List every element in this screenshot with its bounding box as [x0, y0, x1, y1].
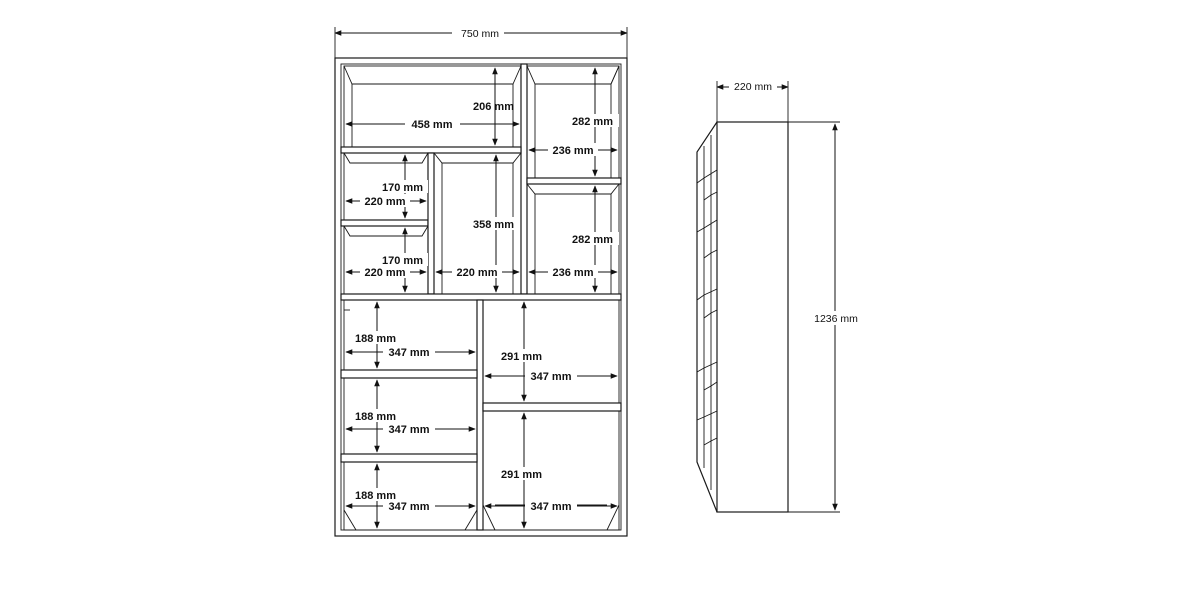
overall-height-label: 1236 mm — [814, 313, 858, 325]
dim-mid-left-bottom-height: 170 mm — [382, 255, 423, 267]
dim-top-left-height: 206 mm — [473, 101, 514, 113]
dim-top-right-height: 282 mm — [572, 116, 613, 128]
dim-top-right-width: 236 mm — [553, 145, 594, 157]
dim-mid-left-bottom-width: 220 mm — [365, 267, 406, 279]
dim-mid-center-width: 220 mm — [457, 267, 498, 279]
dim-lower-left-2-width: 347 mm — [389, 424, 430, 436]
dim-lower-right-2-width: 347 mm — [531, 501, 572, 513]
compartment-lower-right-2 — [482, 410, 620, 531]
middle-shelf — [340, 293, 622, 301]
cabinet-outline — [334, 57, 628, 537]
depth-label: 220 mm — [734, 81, 772, 93]
dim-lower-right-1-height: 291 mm — [501, 351, 542, 363]
front-view: 750 mm — [334, 25, 628, 537]
dim-lower-left-1-height: 188 mm — [355, 333, 396, 345]
dim-lower-right-1-width: 347 mm — [531, 371, 572, 383]
side-panel — [716, 121, 789, 513]
dim-right-bottom-width: 236 mm — [553, 267, 594, 279]
dim-lower-left-1-width: 347 mm — [389, 347, 430, 359]
overall-width-label: 750 mm — [461, 28, 499, 40]
dim-mid-left-top-height: 170 mm — [382, 182, 423, 194]
side-view: 220 mm 1236 mm — [696, 79, 863, 513]
dim-lower-left-3-width: 347 mm — [389, 501, 430, 513]
compartment-lower-left-3 — [343, 461, 478, 531]
dim-mid-center-height: 358 mm — [473, 219, 514, 231]
dim-right-bottom-height: 282 mm — [572, 234, 613, 246]
dim-lower-right-2-height: 291 mm — [501, 469, 542, 481]
dim-top-left-width: 458 mm — [412, 119, 453, 131]
dim-lower-left-2-height: 188 mm — [355, 411, 396, 423]
dim-mid-left-top-width: 220 mm — [365, 196, 406, 208]
